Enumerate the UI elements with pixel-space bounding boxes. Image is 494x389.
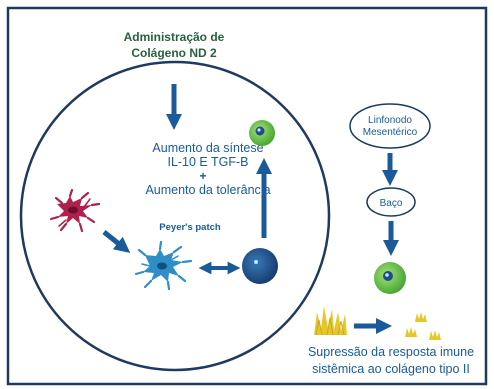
green-cell-circulating-icon	[374, 262, 406, 294]
large-grass-tuft-icon	[314, 306, 347, 336]
lymph-node-label-1: Linfonodo	[368, 115, 412, 126]
arrow-migration	[102, 230, 131, 253]
intestine-circle	[19, 60, 331, 372]
text-synthesis: Aumento da síntese	[152, 141, 263, 155]
lymph-node-node	[349, 103, 431, 149]
result-line-1: Supressão da resposta imune	[308, 345, 474, 359]
outer-frame	[6, 6, 488, 386]
dark-blue-lymphocyte-icon	[242, 248, 278, 284]
title-line-1: Administração de	[124, 30, 225, 44]
text-cytokines: IL-10 E TGF-B	[167, 155, 248, 169]
green-regulatory-cell-icon	[249, 120, 275, 146]
spleen-node	[366, 187, 416, 217]
lymph-node-label-2: Mesentérico	[363, 127, 418, 138]
peyer-patch-label: Peyer's patch	[159, 222, 221, 233]
result-line-2: sistêmica ao colágeno tipo II	[312, 362, 470, 376]
small-grass-tufts-icon	[405, 312, 441, 340]
title-line-2: Colágeno ND 2	[131, 46, 217, 60]
plus-sign: +	[199, 169, 206, 183]
pink-dendritic-cell-icon	[49, 188, 101, 233]
spleen-label: Baço	[380, 198, 403, 209]
text-tolerance: Aumento da tolerância	[145, 183, 270, 197]
blue-dendritic-cell-icon	[134, 240, 193, 291]
